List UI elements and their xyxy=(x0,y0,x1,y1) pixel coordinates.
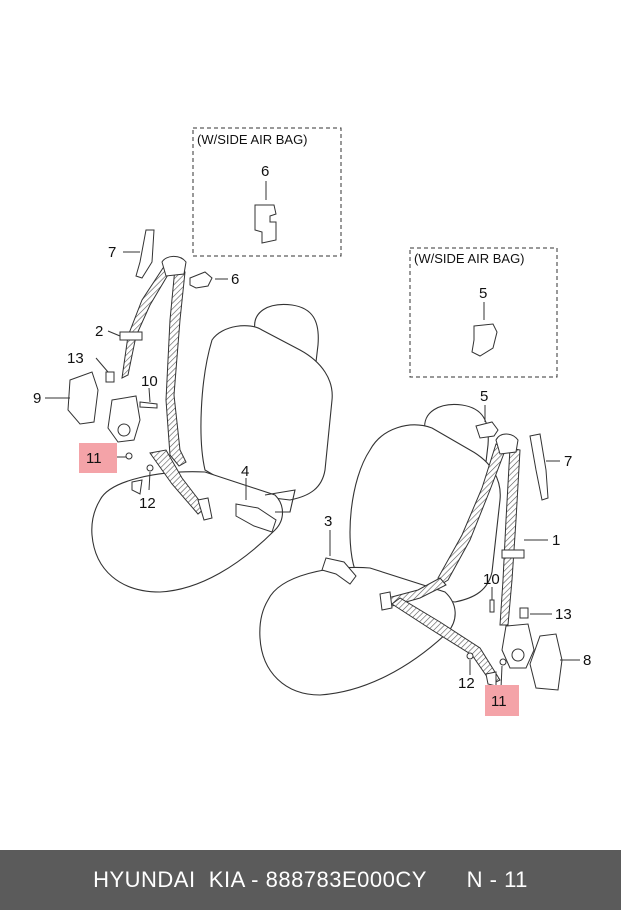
callout-8: 8 xyxy=(583,652,591,669)
callout-numbers: 7 6 2 13 10 9 11 12 4 5 7 1 3 10 13 8 12… xyxy=(33,244,591,710)
callout-5-side: 5 xyxy=(480,388,488,405)
callout-11-left-highlight xyxy=(79,443,117,473)
part-13-right-clip xyxy=(519,607,529,619)
right-retractor xyxy=(501,623,535,669)
right-tongue-plate xyxy=(379,591,393,611)
part-10-right-bolt xyxy=(489,599,495,613)
part-8-retractor-cover xyxy=(529,633,563,691)
callout-11-right: 11 xyxy=(491,693,507,710)
callout-5-box: 5 xyxy=(479,285,487,302)
callout-12-left: 12 xyxy=(139,495,156,512)
right-d-ring xyxy=(495,433,519,455)
callout-11-left: 11 xyxy=(86,450,102,467)
callout-10-left: 10 xyxy=(141,373,158,390)
part-12-left-plug xyxy=(146,464,154,472)
part-11-left-nut xyxy=(125,452,133,460)
right-seat-backrest xyxy=(349,424,501,603)
leader-lines xyxy=(45,251,580,689)
part-2-webbing-guide xyxy=(119,331,143,341)
part-3-buckle xyxy=(321,557,357,585)
callout-4: 4 xyxy=(241,463,249,480)
footer-bar: HYUNDAI KIA - 888783E000CY N - 11 xyxy=(0,850,621,910)
footer-page-ref: N - 11 xyxy=(466,867,528,892)
part-13-left-clip xyxy=(105,371,115,383)
inset-box-left-label: (W/SIDE AIR BAG) xyxy=(197,132,308,147)
part-9-retractor-cover xyxy=(67,371,99,425)
callout-13-left: 13 xyxy=(67,350,84,367)
part-6-anchor-cover xyxy=(254,204,277,244)
callout-7-right: 7 xyxy=(564,453,572,470)
part-4-buckle xyxy=(235,503,277,533)
callout-12-right: 12 xyxy=(458,675,475,692)
footer-part-number: HYUNDAI KIA - 888783E000CY xyxy=(93,867,427,892)
part-7-right-height-adjuster xyxy=(529,433,549,501)
callout-6-box: 6 xyxy=(261,163,269,180)
left-tongue-plate xyxy=(197,497,213,521)
part-1-webbing-guide xyxy=(501,549,525,559)
left-seat-backrest xyxy=(200,325,333,501)
right-belt-webbing xyxy=(387,443,521,685)
callout-1: 1 xyxy=(552,532,560,549)
left-retractor xyxy=(107,395,141,443)
part-7-left-height-adjuster xyxy=(135,229,155,279)
callout-11-right-highlight xyxy=(485,685,519,716)
left-seat xyxy=(91,303,333,593)
callout-6-side: 6 xyxy=(231,271,239,288)
footer-spacer xyxy=(427,867,467,893)
left-d-ring xyxy=(161,255,187,277)
inset-box-right-label: (W/SIDE AIR BAG) xyxy=(414,251,525,266)
left-seat-cushion xyxy=(91,471,284,593)
seat-belt-parts-diagram: (W/SIDE AIR BAG) 6 (W/SIDE AIR BAG) 5 xyxy=(33,127,591,716)
part-11-right-nut xyxy=(499,658,507,666)
callout-10-right: 10 xyxy=(483,571,500,588)
part-5-anchor-cover xyxy=(471,323,498,357)
callout-9: 9 xyxy=(33,390,41,407)
part-12-right-plug xyxy=(466,652,474,660)
callout-7-left: 7 xyxy=(108,244,116,261)
part-6-trim-cover xyxy=(189,271,213,289)
callout-3: 3 xyxy=(324,513,332,530)
part-5-trim-cover xyxy=(475,421,499,439)
callout-2: 2 xyxy=(95,323,103,340)
part-10-left-bolt xyxy=(139,401,158,409)
callout-13-right: 13 xyxy=(555,606,572,623)
inset-box-left: (W/SIDE AIR BAG) 6 xyxy=(192,127,342,257)
inset-box-right: (W/SIDE AIR BAG) 5 xyxy=(409,247,558,378)
